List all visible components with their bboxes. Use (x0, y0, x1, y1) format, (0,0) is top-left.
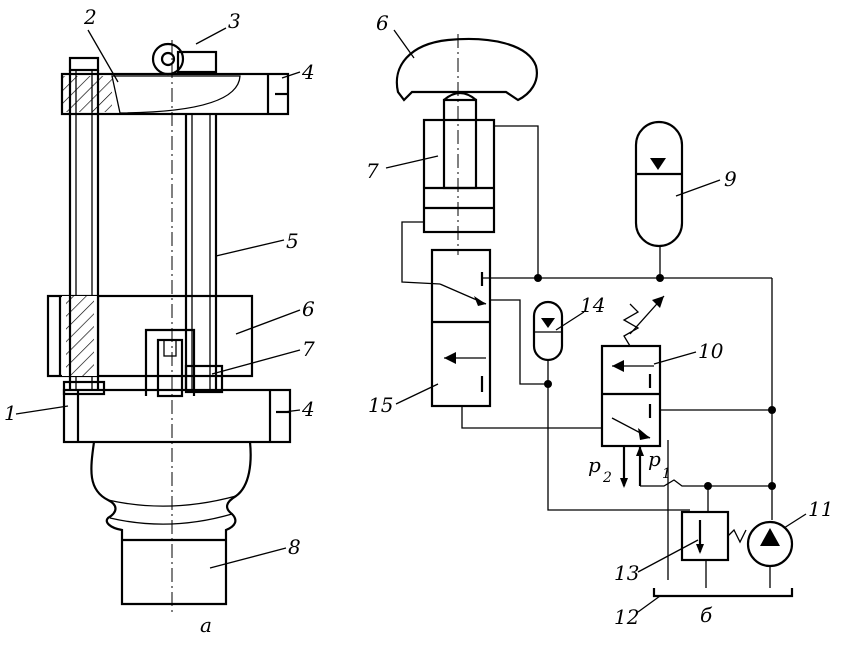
hydraulic-cylinder (422, 91, 496, 234)
guide-column (184, 114, 218, 390)
pipelines (401, 125, 773, 588)
slide-block (46, 294, 254, 398)
leader-lines-a (15, 27, 301, 569)
accumulator-main (634, 120, 684, 248)
label-p1-sub: 1 (662, 466, 671, 482)
workpiece (395, 37, 538, 102)
label-7: 7 (302, 337, 315, 361)
relief-valve (680, 510, 747, 562)
pressure-valve (600, 295, 665, 488)
label-b-6: 6 (376, 11, 389, 35)
label-p2-sub: 2 (602, 470, 612, 486)
label-b-14: 14 (580, 293, 605, 317)
label-4-bottom: 4 (301, 397, 315, 421)
pump (746, 520, 794, 568)
label-b-10: 10 (698, 339, 724, 363)
label-1: 1 (4, 401, 17, 425)
junction-dots (534, 274, 776, 490)
accumulator-small (532, 300, 564, 362)
label-4-top: 4 (301, 60, 315, 84)
label-p1: p (648, 447, 661, 471)
label-b-11: 11 (808, 497, 833, 521)
tank (652, 588, 794, 598)
top-crossbar (60, 72, 290, 116)
caption-a: а (200, 613, 212, 637)
base-plate (62, 388, 292, 444)
housing (90, 441, 252, 606)
label-b-9: 9 (724, 167, 737, 191)
label-8: 8 (288, 535, 301, 559)
figure-b: 6 7 9 14 10 15 11 13 12 б p 2 p 1 (366, 11, 833, 629)
directional-valve (430, 248, 492, 408)
figure-a: 2 3 4 5 6 7 1 4 8 а (4, 5, 315, 637)
label-6: 6 (302, 297, 315, 321)
label-2: 2 (83, 5, 97, 29)
leader-lines-b (385, 29, 807, 613)
label-b-15: 15 (368, 393, 393, 417)
caption-b: б (700, 603, 713, 627)
label-3: 3 (228, 9, 241, 33)
label-5: 5 (286, 229, 299, 253)
label-b-12: 12 (614, 605, 639, 629)
roller (151, 42, 218, 76)
label-p2: p (588, 453, 601, 477)
label-b-13: 13 (614, 561, 639, 585)
label-b-7: 7 (366, 159, 379, 183)
